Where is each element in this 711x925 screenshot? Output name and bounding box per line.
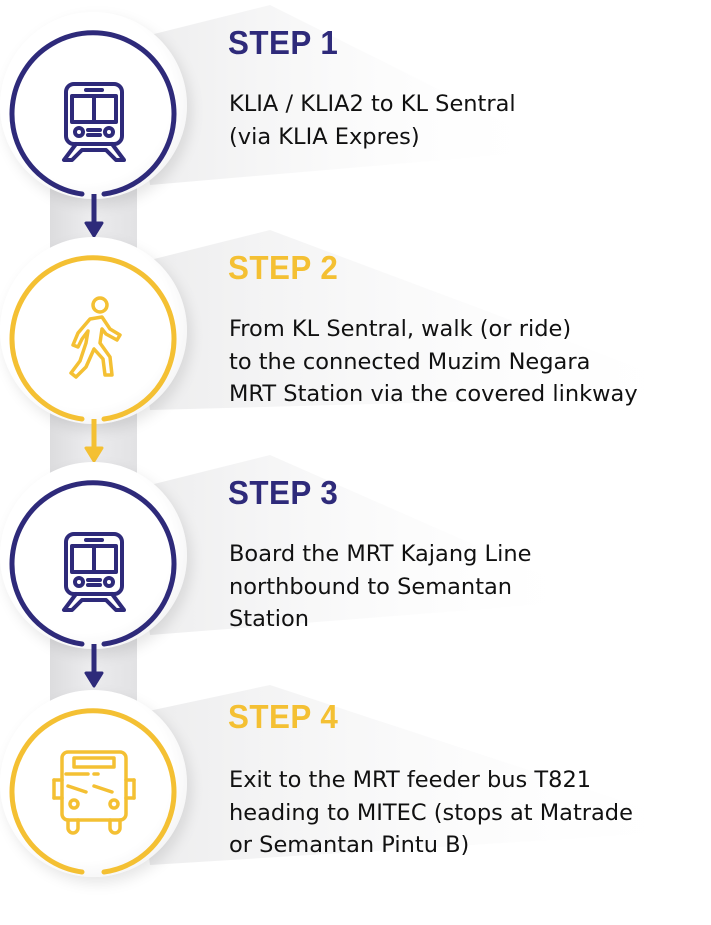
step-4-description: Exit to the MRT feeder bus T821 heading … <box>229 764 633 862</box>
step-2-line-2: to the connected Muzim Negara <box>229 348 591 375</box>
step-1-line-2: (via KLIA Expres) <box>229 123 420 150</box>
step-4-line-1: Exit to the MRT feeder bus T821 <box>229 767 592 793</box>
step-1: STEP 1 KLIA / KLIA2 to KL Sentral (via K… <box>0 12 711 238</box>
step-3-line-2: northbound to Semantan <box>229 573 513 600</box>
step-2-line-1: From KL Sentral, walk (or ride) <box>229 316 572 342</box>
step-1-ring <box>9 30 177 238</box>
beam-step-1 <box>130 5 560 185</box>
beam-step-3 <box>130 455 600 635</box>
step-4-line-3: or Semantan Pintu B) <box>229 832 470 858</box>
step-2-ring <box>9 255 177 463</box>
train-icon <box>62 82 126 162</box>
step-2-heading: STEP 2 <box>228 249 339 286</box>
step-1-description: KLIA / KLIA2 to KL Sentral (via KLIA Exp… <box>229 88 516 153</box>
step-2-line-3: MRT Station via the covered linkway <box>229 381 638 407</box>
step-3-line-3: Station <box>229 606 309 632</box>
train-icon <box>62 532 126 612</box>
step-2: STEP 2 From KL Sentral, walk (or ride) t… <box>0 237 711 463</box>
step-3-line-1: Board the MRT Kajang Line <box>229 541 532 567</box>
step-1-heading: STEP 1 <box>228 24 339 61</box>
step-4-heading: STEP 4 <box>228 698 339 735</box>
step-4: STEP 4 Exit to the MRT feeder bus T821 h… <box>0 690 711 915</box>
step-1-line-1: KLIA / KLIA2 to KL Sentral <box>229 91 516 117</box>
step-3-heading: STEP 3 <box>228 474 339 511</box>
step-1-arrow-icon <box>84 221 104 238</box>
step-3-ring <box>9 480 177 688</box>
step-4-ring <box>9 708 177 875</box>
walking-person-icon <box>69 296 122 379</box>
step-3: STEP 3 Board the MRT Kajang Line northbo… <box>0 462 711 688</box>
step-3-description: Board the MRT Kajang Line northbound to … <box>229 538 531 636</box>
bus-icon <box>52 750 136 835</box>
step-4-line-2: heading to MITEC (stops at Matrade <box>229 799 633 826</box>
step-3-arrow-icon <box>84 671 104 688</box>
beam-step-4 <box>130 685 711 865</box>
step-2-description: From KL Sentral, walk (or ride) to the c… <box>229 313 638 411</box>
beam-step-2 <box>130 230 711 410</box>
step-2-arrow-icon <box>84 446 104 463</box>
